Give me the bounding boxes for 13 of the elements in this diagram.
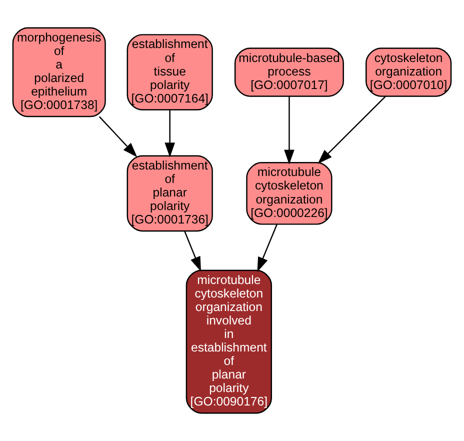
arrow xyxy=(98,116,138,158)
node-box: morphogenesis of a polarized epithelium [GO:0001738] xyxy=(12,27,106,118)
node-box: microtubule cytoskeleton organization [GO:0000226] xyxy=(246,162,332,225)
arrow xyxy=(318,96,386,164)
arrow xyxy=(164,110,176,158)
arrow xyxy=(257,224,278,272)
node-box: establishment of tissue polarity [GO:0007164] xyxy=(126,34,213,110)
node-box: microtubule cytoskeleton organization involved in establishment of planar polarity [GO:0090176] xyxy=(186,270,272,414)
arrow xyxy=(284,96,294,164)
node-box: cytoskeleton organization [GO:0007010] xyxy=(366,48,452,97)
arrow xyxy=(184,230,202,272)
node-box: microtubule-based process [GO:0007017] xyxy=(234,48,344,97)
node-box: establishment of planar polarity [GO:0001736] xyxy=(126,155,213,232)
